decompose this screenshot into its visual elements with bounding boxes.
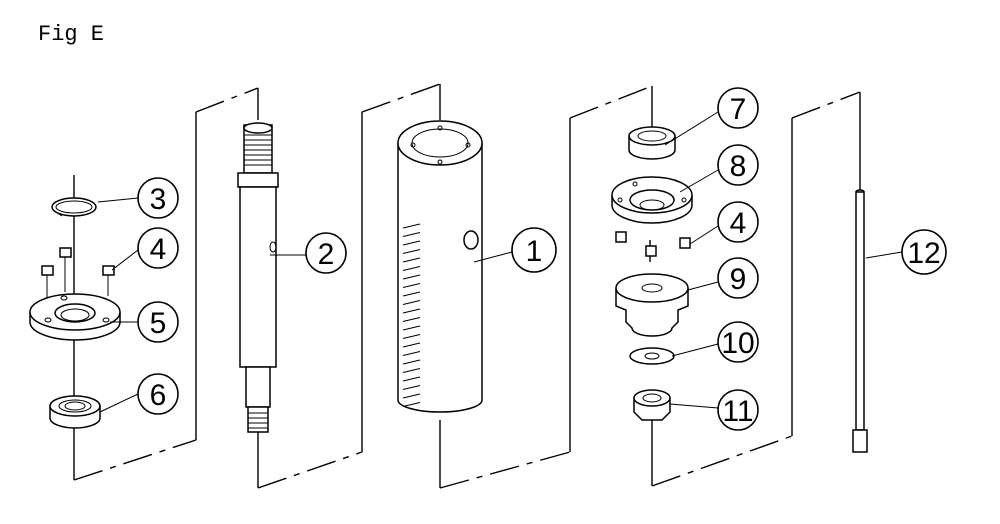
callout-label: 2 [318, 238, 335, 271]
body-slot [402, 232, 421, 237]
body-slot [402, 351, 421, 356]
callout-label: 11 [722, 395, 753, 428]
bearing-top-part [628, 126, 676, 160]
body-slot [402, 249, 421, 254]
flange-part [29, 293, 121, 341]
body-slot [402, 334, 421, 339]
body-slot [402, 266, 421, 271]
body-slot [402, 359, 421, 365]
callout-label: 3 [150, 183, 167, 216]
callout-5: 5 [137, 301, 179, 343]
body-slot [402, 376, 421, 382]
callout-4-right: 4 [717, 201, 759, 243]
callout-9: 9 [717, 257, 759, 299]
callout-label: 8 [730, 150, 747, 183]
body-slot [402, 325, 421, 331]
body-slot [402, 291, 421, 297]
callout-2: 2 [305, 232, 347, 274]
body-slot [402, 342, 421, 348]
figure-title: Fig E [38, 22, 105, 47]
callout-3: 3 [137, 177, 179, 219]
body-slot [402, 240, 421, 246]
body-slot [402, 393, 421, 399]
body-slot [402, 308, 421, 314]
screws-right [615, 231, 691, 257]
callout-label: 12 [907, 237, 940, 270]
callout-10: 10 [717, 321, 759, 363]
leader-lines [97, 111, 903, 413]
bearing-left-part [49, 395, 101, 429]
callout-label: 4 [730, 207, 747, 240]
body-slot [402, 283, 421, 288]
callout-4-left: 4 [137, 227, 179, 269]
callout-7: 7 [717, 87, 759, 129]
body-slot [402, 300, 421, 305]
assembly-frame-lines [73, 83, 861, 489]
callout-12: 12 [901, 229, 947, 275]
body-slot [402, 317, 421, 322]
bearing-housing-part [611, 176, 693, 224]
body-slot [402, 402, 421, 407]
callout-11: 11 [717, 389, 759, 431]
body-slot [402, 385, 421, 390]
callout-6: 6 [137, 373, 179, 415]
callout-8: 8 [717, 144, 759, 186]
hex-nut-part [633, 389, 671, 421]
washer-part [629, 347, 675, 365]
retaining-ring-part [51, 197, 97, 290]
callout-1: 1 [511, 227, 557, 273]
body-slot [402, 368, 421, 373]
callout-label: 9 [730, 263, 747, 296]
callout-label: 6 [150, 379, 167, 412]
rod-part [852, 189, 868, 453]
callout-label: 4 [150, 233, 167, 266]
shaft-part [237, 122, 279, 433]
screws-left [41, 247, 115, 300]
body-slot [402, 274, 421, 280]
callout-label: 7 [730, 93, 747, 126]
body-slot [402, 257, 421, 263]
body-cylinder-part [397, 120, 483, 413]
callout-label: 1 [526, 235, 543, 268]
body-slot [402, 223, 421, 229]
callout-label: 5 [150, 307, 167, 340]
callout-label: 10 [721, 327, 754, 360]
cap-part [615, 273, 689, 337]
